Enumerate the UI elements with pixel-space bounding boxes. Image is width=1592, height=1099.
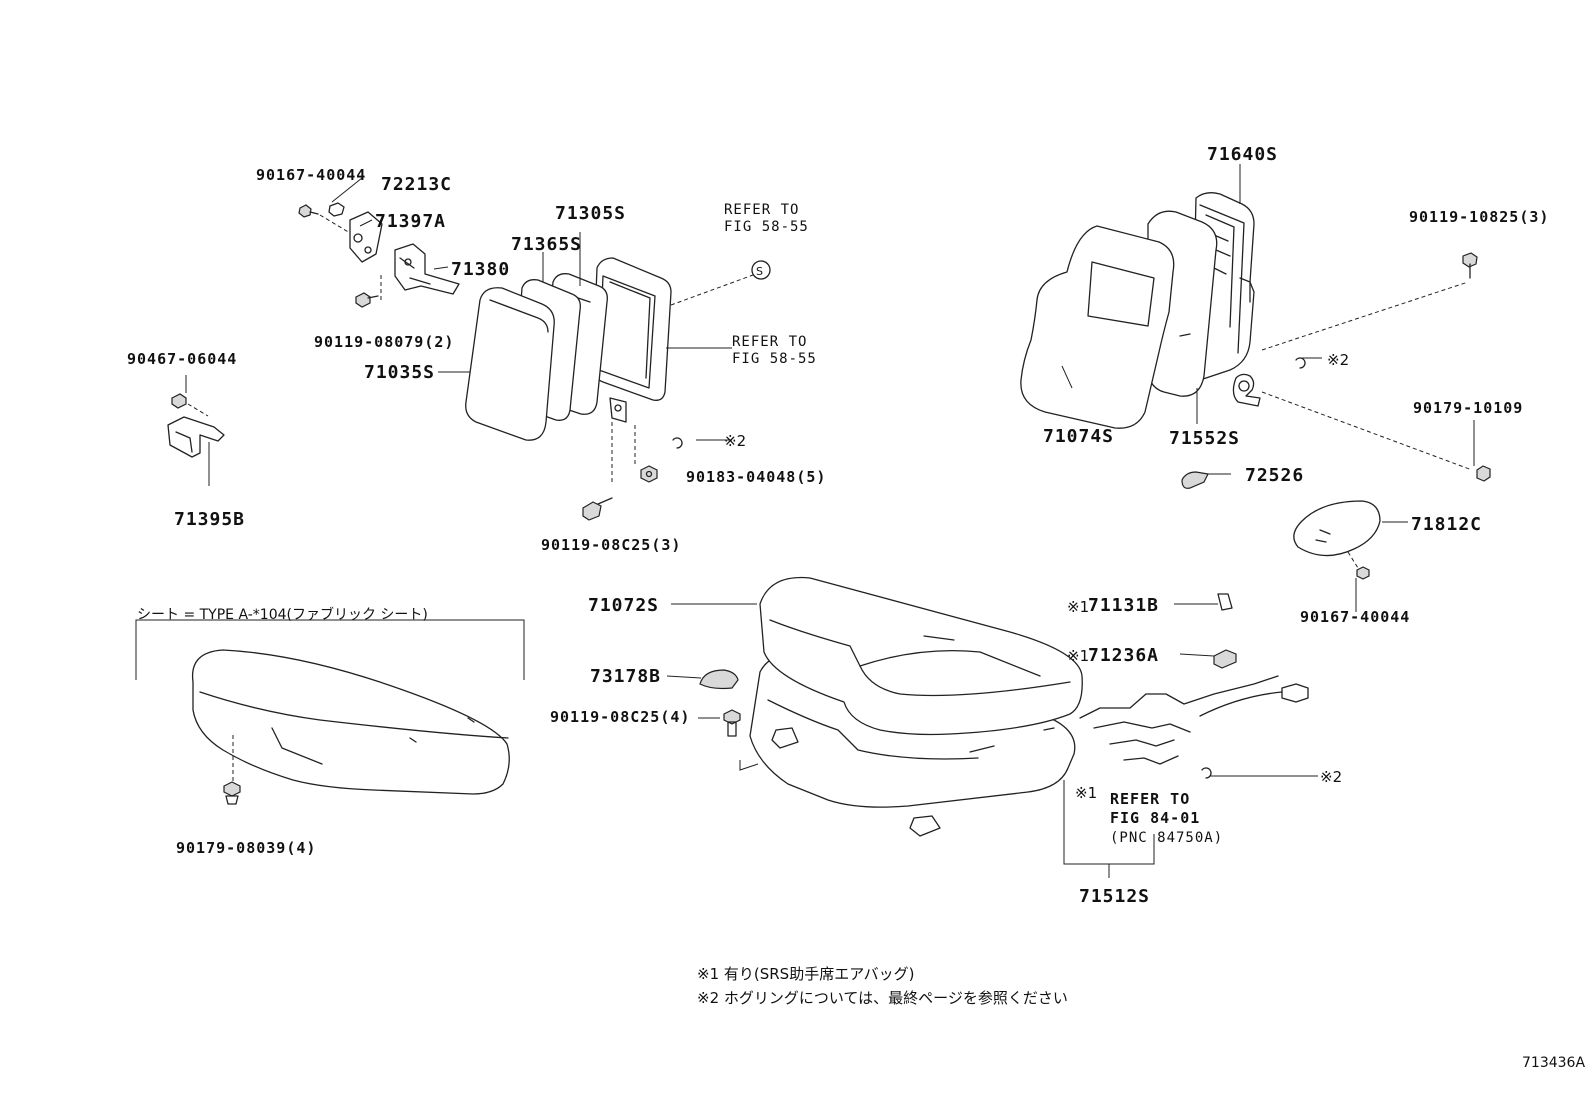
label-90183-04048: 90183-04048(5) (686, 468, 826, 486)
label-90179-08039: 90179-08039(4) (176, 839, 316, 857)
fig-58-55-label-1: FIG 58-55 (724, 219, 809, 235)
label-72213c: 72213C (381, 174, 452, 195)
mark-1-71131b: ※1 (1067, 598, 1089, 616)
label-90119-08c25-4: 90119-08C25(4) (550, 708, 690, 726)
refer-to-label-2: REFER TO (732, 334, 807, 350)
label-90179-10109: 90179-10109 (1413, 399, 1523, 417)
label-71131b: 71131B (1088, 595, 1159, 616)
label-71365s: 71365S (511, 234, 582, 255)
label-71072s: 71072S (588, 595, 659, 616)
label-71812c: 71812C (1411, 514, 1482, 535)
seat-cushion-assembly (699, 576, 1309, 878)
leader-lines (185, 164, 1475, 777)
label-90119-08079: 90119-08079(2) (314, 333, 454, 351)
footnote-1: ※1 有り(SRS助手席エアバッグ) (697, 965, 914, 983)
label-71640s: 71640S (1207, 144, 1278, 165)
label-71074s: 71074S (1043, 426, 1114, 447)
seat-back-assembly (1020, 192, 1491, 580)
figure-id: 713436A (1522, 1055, 1585, 1071)
label-90119-10825: 90119-10825(3) (1409, 208, 1549, 226)
label-71236a: 71236A (1088, 645, 1159, 666)
label-71380: 71380 (451, 259, 510, 280)
label-71397a: 71397A (375, 211, 446, 232)
mark-2-left: ※2 (724, 432, 746, 450)
seat-back-hinge-bracket (167, 393, 225, 458)
mark-2-lower: ※2 (1320, 768, 1342, 786)
label-71552s: 71552S (1169, 428, 1240, 449)
s-circle-mark: S (756, 265, 763, 278)
seat-cushion-type-a (135, 619, 525, 805)
hinge-cover-assembly (298, 202, 460, 308)
refer-to-label-3: REFER TO (1110, 790, 1190, 808)
mark-2-right: ※2 (1327, 351, 1349, 369)
label-90167-40044-b: 90167-40044 (1300, 608, 1410, 626)
label-90119-08c25-3: 90119-08C25(3) (541, 536, 681, 554)
fig-84-01-label: FIG 84-01 (1110, 809, 1200, 827)
pnc-label: (PNC 84750A) (1110, 830, 1223, 846)
seat-back-cushion-stack (465, 257, 771, 521)
label-90467-06044: 90467-06044 (127, 350, 237, 368)
label-71305s: 71305S (555, 203, 626, 224)
mark-1-refer: ※1 (1075, 784, 1097, 802)
part-labels: 90167-40044 72213C 71397A 71380 90119-08… (127, 144, 1585, 1071)
label-71512s: 71512S (1079, 886, 1150, 907)
mark-1-71236a: ※1 (1067, 647, 1089, 665)
label-71395b: 71395B (174, 509, 245, 530)
refer-to-label-1: REFER TO (724, 202, 799, 218)
label-90167-40044-a: 90167-40044 (256, 166, 366, 184)
label-73178b: 73178B (590, 666, 661, 687)
footnote-2: ※2 ホグリングについては、最終ページを参照ください (697, 989, 1068, 1007)
fig-58-55-label-2: FIG 58-55 (732, 351, 817, 367)
label-72526: 72526 (1245, 465, 1304, 486)
label-71035s: 71035S (364, 362, 435, 383)
seat-type-caption: シート = TYPE A-*104(ファブリック シート) (137, 606, 428, 623)
